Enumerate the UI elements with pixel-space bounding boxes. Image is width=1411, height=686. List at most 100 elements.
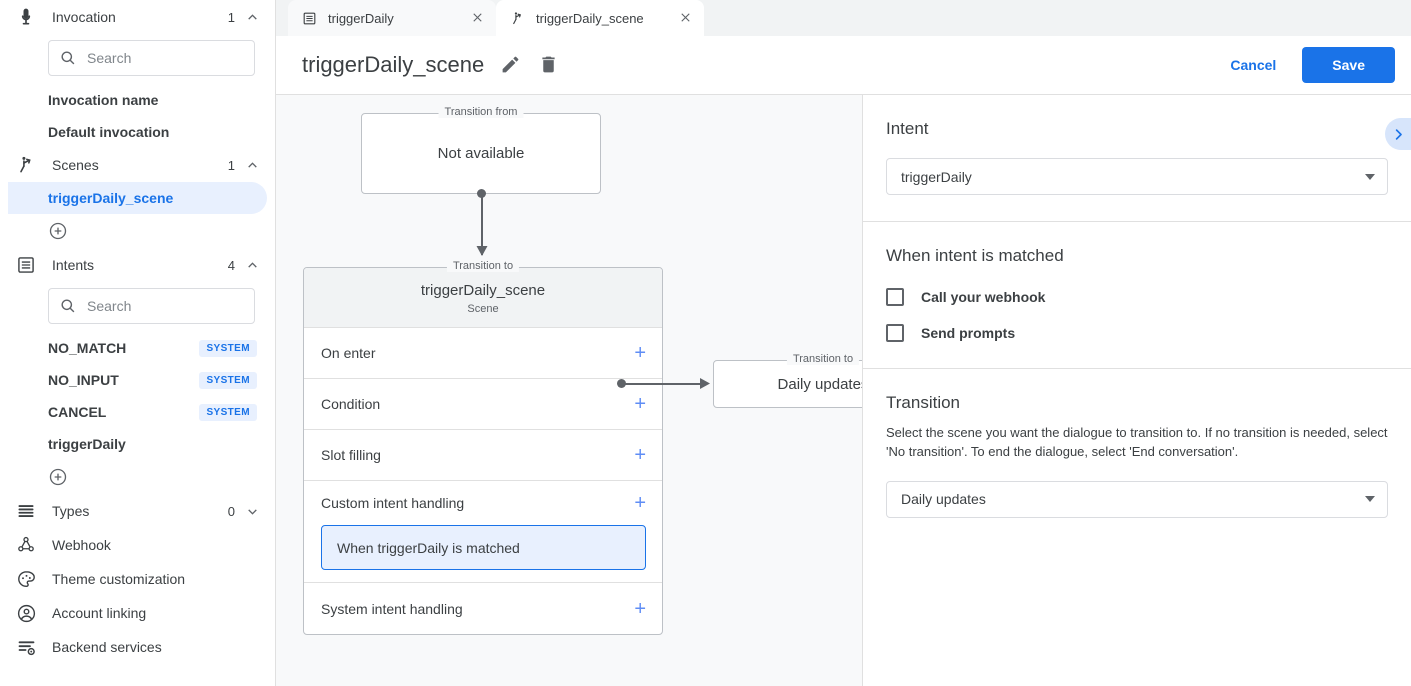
pencil-icon[interactable] (500, 54, 522, 76)
transition-from-card[interactable]: Transition from Not available (361, 106, 601, 194)
chevron-up-icon[interactable] (245, 10, 259, 24)
sidebar-item-triggerdaily-scene[interactable]: triggerDaily_scene (8, 182, 267, 214)
transition-select[interactable]: Daily updates (886, 480, 1388, 518)
scene-row-label: Slot filling (321, 447, 381, 463)
transition-section-description: Select the scene you want the dialogue t… (886, 425, 1388, 459)
close-icon[interactable] (678, 10, 694, 26)
intents-search-box[interactable] (48, 288, 268, 324)
scene-row-label: On enter (321, 345, 376, 361)
sidebar-item-cancel[interactable]: CANCEL SYSTEM (8, 396, 267, 428)
types-lines-icon (14, 499, 38, 523)
intent-select-value: triggerDaily (901, 168, 972, 185)
microphone-icon (14, 5, 38, 29)
transition-from-value: Not available (437, 145, 525, 162)
save-button[interactable]: Save (1302, 47, 1395, 83)
add-on-enter-button[interactable]: + (634, 342, 646, 364)
scene-canvas[interactable]: Transition from Not available Transition… (276, 95, 862, 686)
sidebar-item-label: Theme customization (52, 571, 186, 587)
checkbox-icon[interactable] (886, 288, 904, 306)
intents-list-icon (302, 10, 318, 26)
scene-row-custom-intent-handling[interactable]: Custom intent handling + (304, 481, 662, 525)
transition-to-legend: Transition to (786, 353, 860, 365)
sidebar-item-default-invocation[interactable]: Default invocation (8, 116, 267, 148)
transition-select-value: Daily updates (901, 491, 986, 508)
sidebar-item-webhook[interactable]: Webhook (0, 528, 275, 562)
main-area: triggerDaily triggerDaily_scene (276, 0, 1411, 686)
scene-card-header: triggerDaily_scene Scene (304, 268, 662, 328)
cancel-button[interactable]: Cancel (1216, 48, 1290, 82)
checkbox-icon[interactable] (886, 324, 904, 342)
sidebar-item-label: Default invocation (48, 124, 170, 140)
connector-line-vertical (481, 193, 483, 255)
sidebar-section-label: Scenes (52, 157, 99, 173)
sidebar-section-intents[interactable]: Intents 4 (0, 248, 275, 282)
sidebar-item-backend-services[interactable]: Backend services (0, 630, 275, 664)
chevron-right-icon (1391, 127, 1406, 142)
add-scene-button[interactable] (48, 221, 68, 241)
chevron-up-icon[interactable] (245, 158, 259, 172)
sidebar-section-label: Types (52, 503, 90, 519)
add-scene-row (0, 214, 275, 248)
sidebar-item-theme-customization[interactable]: Theme customization (0, 562, 275, 596)
scene-row-on-enter[interactable]: On enter + (304, 328, 662, 379)
transition-target-card[interactable]: Transition to Daily updates (713, 353, 862, 408)
sidebar-item-no-match[interactable]: NO_MATCH SYSTEM (8, 332, 267, 364)
left-sidebar: Invocation 1 Invocation name Default inv… (0, 0, 276, 686)
scene-row-slot-filling[interactable]: Slot filling + (304, 430, 662, 481)
scene-row-system-intent-handling[interactable]: System intent handling + (304, 583, 662, 634)
sidebar-section-scenes[interactable]: Scenes 1 (0, 148, 275, 182)
add-intent-row (0, 460, 275, 494)
sidebar-item-invocation-name[interactable]: Invocation name (8, 84, 267, 116)
add-condition-button[interactable]: + (634, 393, 646, 415)
sidebar-section-label: Intents (52, 257, 95, 273)
scene-card-subtitle: Scene (467, 303, 499, 315)
scene-person-icon (14, 153, 38, 177)
checkbox-send-prompts[interactable]: Send prompts (886, 324, 1388, 342)
scene-row-label: Condition (321, 396, 381, 412)
invocation-search-box[interactable] (48, 40, 268, 76)
add-custom-intent-handling-button[interactable]: + (634, 492, 646, 514)
connector-arrowhead-down (476, 246, 488, 256)
chevron-down-icon (1365, 496, 1375, 503)
scene-row-condition[interactable]: Condition + (304, 379, 662, 430)
tab-bar: triggerDaily triggerDaily_scene (276, 0, 1411, 36)
sidebar-section-count: 4 (227, 257, 235, 273)
intent-select[interactable]: triggerDaily (886, 158, 1388, 195)
transition-target-value: Daily updates (777, 375, 862, 393)
account-circle-icon (14, 601, 38, 625)
sidebar-section-count: 1 (227, 9, 235, 25)
tab-label: triggerDaily_scene (536, 10, 644, 26)
tab-triggerdaily[interactable]: triggerDaily (288, 0, 496, 36)
sidebar-section-types[interactable]: Types 0 (0, 494, 275, 528)
add-system-intent-handling-button[interactable]: + (634, 597, 646, 620)
when-matched-title: When intent is matched (886, 246, 1064, 265)
trash-icon[interactable] (538, 54, 560, 76)
collapse-panel-button[interactable] (1385, 118, 1411, 150)
sidebar-item-label: CANCEL (48, 404, 107, 420)
add-intent-button[interactable] (48, 467, 68, 487)
chevron-down-icon[interactable] (245, 504, 259, 518)
sidebar-item-account-linking[interactable]: Account linking (0, 596, 275, 630)
handler-wrapper: When triggerDaily is matched (304, 525, 662, 583)
sidebar-item-label: Invocation name (48, 92, 159, 108)
sidebar-item-triggerdaily[interactable]: triggerDaily (8, 428, 267, 460)
status-badge: SYSTEM (199, 371, 257, 389)
connector-line-horizontal (622, 383, 704, 385)
intents-search-input[interactable] (87, 298, 268, 314)
sidebar-item-no-input[interactable]: NO_INPUT SYSTEM (8, 364, 267, 396)
chevron-up-icon[interactable] (245, 258, 259, 272)
intent-handler-triggerdaily[interactable]: When triggerDaily is matched (321, 525, 646, 570)
tab-label: triggerDaily (328, 10, 394, 26)
tab-triggerdaily-scene[interactable]: triggerDaily_scene (496, 0, 704, 36)
scene-row-label: Custom intent handling (321, 495, 465, 511)
palette-icon (14, 567, 38, 591)
sidebar-section-invocation[interactable]: Invocation 1 (0, 0, 275, 34)
transition-to-legend: Transition to (446, 260, 520, 272)
close-icon[interactable] (470, 10, 486, 26)
sidebar-item-label: NO_INPUT (48, 372, 119, 388)
checkbox-call-your-webhook[interactable]: Call your webhook (886, 288, 1388, 306)
scene-card[interactable]: Transition to triggerDaily_scene Scene O… (303, 260, 663, 635)
right-properties-panel: Intent triggerDaily When intent is match… (862, 95, 1411, 686)
invocation-search-input[interactable] (87, 50, 268, 66)
add-slot-filling-button[interactable]: + (634, 444, 646, 466)
